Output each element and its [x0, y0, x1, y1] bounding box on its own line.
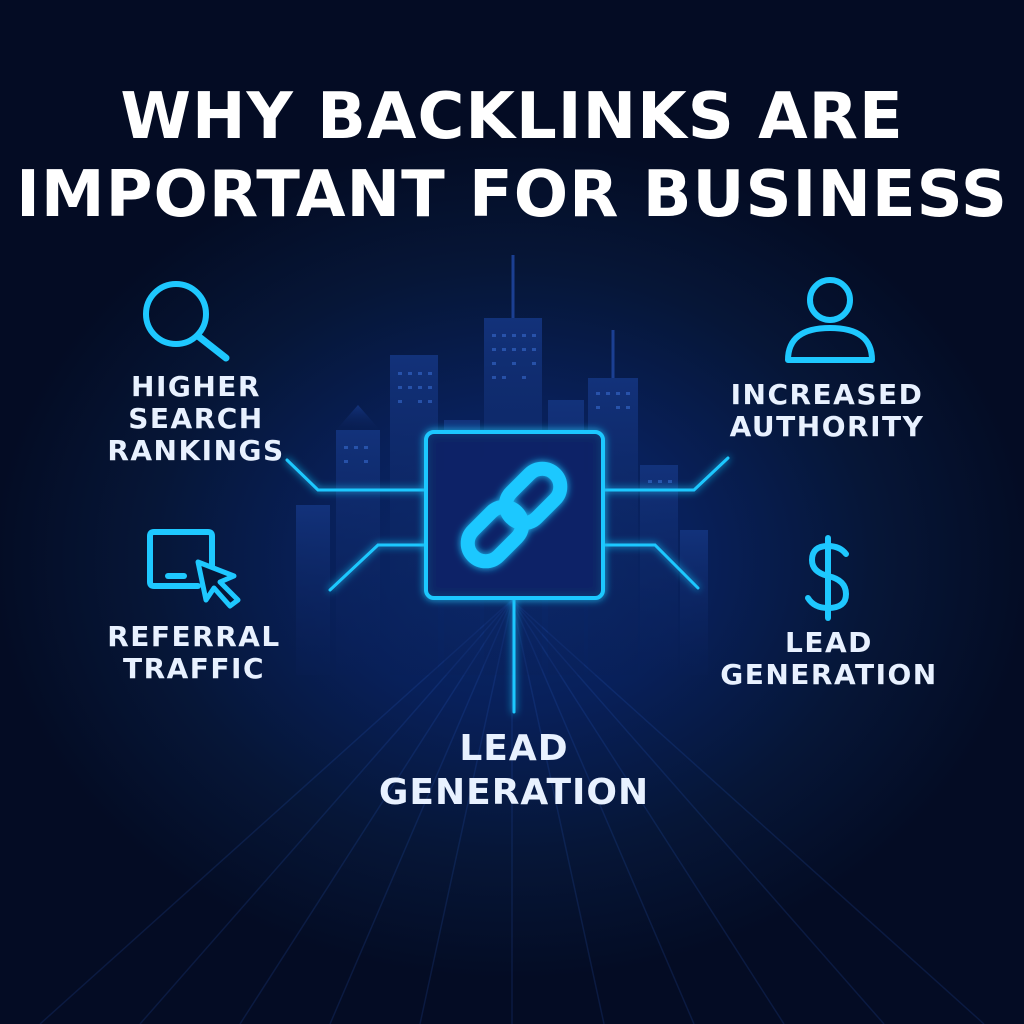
title-line-2: IMPORTANT FOR BUSINESS [16, 158, 1008, 232]
connector-top-left [285, 458, 428, 492]
dollar-icon [805, 535, 850, 621]
benefit-label-line: GENERATION [720, 658, 938, 691]
benefit-label-line: LEAD [459, 728, 569, 769]
search-icon [143, 281, 230, 362]
user-icon [785, 277, 875, 363]
benefit-referral-traffic: REFERRAL TRAFFIC [92, 621, 296, 685]
benefit-label-line: AUTHORITY [729, 410, 925, 443]
building-windows [344, 334, 672, 483]
benefit-label-line: GENERATION [378, 772, 650, 813]
benefit-lead-generation-right: LEAD GENERATION [712, 627, 946, 691]
connector-bottom-left [328, 543, 428, 592]
connector-top-right [601, 456, 730, 492]
benefit-lead-generation-center: LEAD GENERATION [352, 727, 676, 815]
benefit-label-line: TRAFFIC [122, 652, 266, 685]
connector-bottom-right [601, 543, 700, 590]
benefit-increased-authority: INCREASED AUTHORITY [712, 379, 942, 443]
benefit-label-line: SEARCH [128, 402, 264, 435]
connector-lines [285, 456, 730, 714]
page-title: WHY BACKLINKS ARE IMPORTANT FOR BUSINESS [0, 78, 1024, 234]
benefit-label-line: REFERRAL [107, 620, 281, 653]
benefit-higher-search-rankings: HIGHER SEARCH RANKINGS [96, 371, 296, 467]
benefit-label-line: HIGHER [131, 370, 261, 403]
benefit-label-line: LEAD [785, 626, 873, 659]
benefit-label-line: RANKINGS [107, 434, 285, 467]
benefit-label-line: INCREASED [730, 378, 924, 411]
title-line-1: WHY BACKLINKS ARE [120, 80, 904, 154]
monitor-cursor-icon [147, 529, 241, 609]
